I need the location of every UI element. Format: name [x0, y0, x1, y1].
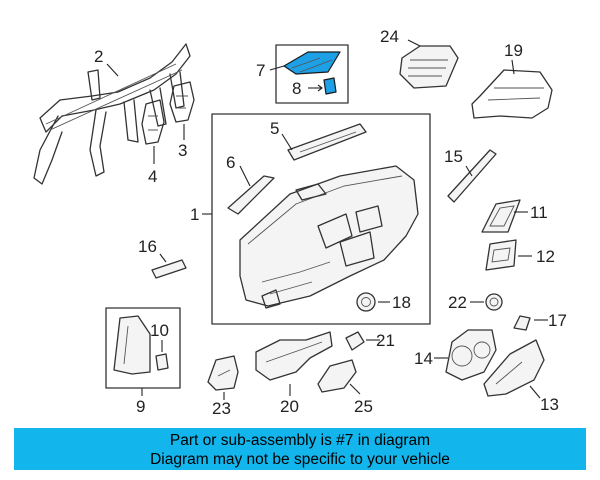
callout-9: 9: [136, 397, 145, 416]
part-23-bracket: [207, 355, 239, 391]
part-1-instrument-panel: [239, 165, 419, 309]
part-11-bezel: [481, 199, 521, 233]
leader-16: [159, 253, 167, 263]
part-1-group-box: [211, 113, 431, 325]
callout-18: 18: [392, 293, 411, 312]
leader-24: [407, 39, 421, 47]
callout-4: 4: [148, 167, 157, 186]
callout-10: 10: [150, 321, 169, 340]
part-2-cross-car-beam: [33, 43, 191, 185]
callout-1: 1: [190, 205, 199, 224]
callout-23: 23: [212, 399, 231, 418]
part-19-bracket: [471, 69, 553, 119]
part-22-grommet: [485, 293, 503, 311]
part-12-bezel: [485, 239, 517, 271]
callout-15: 15: [444, 147, 463, 166]
callout-16: 16: [138, 237, 157, 256]
callout-11: 11: [530, 203, 548, 222]
leader-7: [269, 65, 285, 71]
leader-15: [465, 165, 473, 177]
callout-7: 7: [256, 61, 265, 80]
part-25-bracket: [317, 359, 357, 393]
callout-14: 14: [414, 349, 433, 368]
part-4-bracket: [141, 99, 165, 145]
part-18-knob: [356, 292, 376, 312]
callout-12: 12: [536, 247, 555, 266]
callout-25: 25: [354, 397, 373, 416]
parts-diagram: 2 3 4 7 8 24 19 1: [33, 27, 567, 418]
leader-8-arrow: [317, 84, 323, 92]
callout-5: 5: [270, 119, 279, 138]
part-16-trim-piece: [151, 259, 187, 279]
part-9-group-box: [105, 307, 181, 389]
info-banner: Part or sub-assembly is #7 in diagram Di…: [14, 428, 586, 470]
part-8-clip: [323, 77, 337, 95]
callout-3: 3: [178, 141, 187, 160]
leader-19: [511, 59, 515, 75]
part-9-end-cap: [113, 315, 151, 375]
leader-25: [349, 383, 361, 395]
part-7-cover: [283, 51, 341, 75]
part-14-cluster-bezel: [445, 329, 497, 381]
part-17-clip: [513, 315, 531, 331]
part-5-defroster-grille: [287, 123, 367, 161]
callout-21: 21: [376, 331, 395, 350]
part-10-clip: [155, 353, 169, 371]
banner-line-2: Diagram may not be specific to your vehi…: [150, 451, 450, 468]
callout-2: 2: [94, 47, 103, 66]
part-24-vent-grille: [399, 45, 459, 89]
banner-line-1: Part or sub-assembly is #7 in diagram: [169, 432, 431, 449]
leader-13: [529, 385, 541, 399]
callout-20: 20: [280, 397, 299, 416]
callout-19: 19: [504, 41, 523, 60]
callout-6: 6: [226, 153, 235, 172]
callout-17: 17: [548, 311, 567, 330]
callout-13: 13: [540, 395, 559, 414]
leader-2: [106, 63, 119, 77]
callout-22: 22: [448, 293, 467, 312]
part-21-clip: [345, 331, 365, 351]
callout-8: 8: [292, 79, 301, 98]
part-3-bracket: [169, 81, 195, 123]
leader-5: [281, 133, 293, 151]
leader-6: [239, 165, 251, 187]
part-20-console-bracket: [255, 331, 333, 381]
callout-24: 24: [380, 27, 399, 46]
part-7-group-box: [275, 44, 349, 104]
part-6-side-trim: [227, 175, 275, 215]
part-13-trim-panel: [483, 339, 545, 397]
